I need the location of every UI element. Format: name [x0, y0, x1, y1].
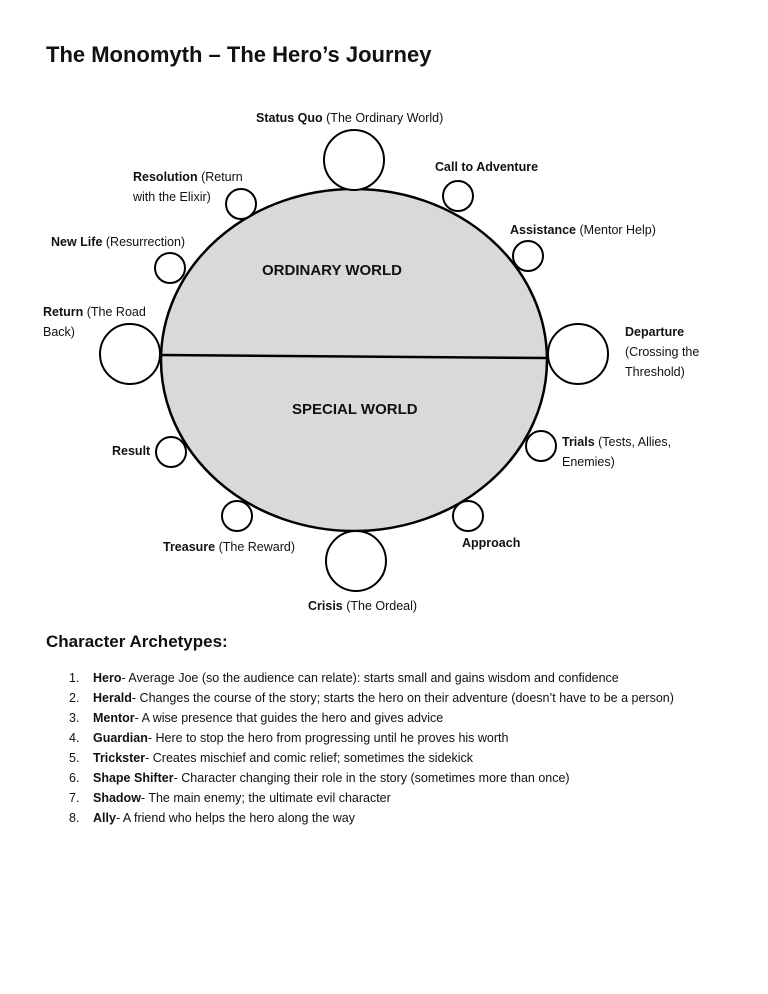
stage-circle-approach [452, 500, 484, 532]
stage-label-resolution: Resolution (Return with the Elixir) [133, 170, 243, 204]
stage-circle-treasure [221, 500, 253, 532]
threshold-line [160, 353, 548, 360]
stage-label-approach: Approach [462, 536, 521, 550]
stage-label-result: Result [112, 444, 151, 458]
ordinary-world-label: ORDINARY WORLD [262, 262, 402, 279]
list-item: 6.Shape Shifter- Character changing thei… [69, 771, 570, 785]
archetype-list: 1.Hero- Average Joe (so the audience can… [52, 668, 732, 828]
archetypes-heading: Character Archetypes: [46, 632, 228, 651]
stage-circle-status-quo [323, 129, 385, 191]
stage-label-status-quo: Status Quo (The Ordinary World) [256, 111, 444, 125]
stage-label-call-to-adventure: Call to Adventure [435, 160, 539, 174]
stage-label-departure: Departure(Crossing the Threshold) [625, 325, 700, 379]
list-item: 8.Ally- A friend who helps the hero alon… [69, 811, 355, 825]
list-item: 4.Guardian- Here to stop the hero from p… [69, 731, 509, 745]
list-item: 5.Trickster- Creates mischief and comic … [69, 751, 474, 765]
world-circle [159, 187, 549, 533]
stage-circle-call-to-adventure [442, 180, 474, 212]
list-item: 7.Shadow- The main enemy; the ultimate e… [69, 791, 391, 805]
stage-circle-result [155, 436, 187, 468]
stage-circle-trials [525, 430, 557, 462]
list-item: 3.Mentor- A wise presence that guides th… [69, 711, 444, 725]
stage-label-crisis: Crisis (The Ordeal) [308, 599, 418, 613]
stage-circle-resolution [225, 188, 257, 220]
stage-label-new-life: New Life (Resurrection) [51, 235, 186, 249]
list-item: 2.Herald- Changes the course of the stor… [69, 691, 674, 705]
stage-circle-assistance [512, 240, 544, 272]
stage-circle-crisis [325, 530, 387, 592]
special-world-label: SPECIAL WORLD [292, 401, 418, 418]
stage-label-assistance: Assistance (Mentor Help) [510, 223, 656, 237]
list-item: 1.Hero- Average Joe (so the audience can… [69, 671, 619, 685]
page-title: The Monomyth – The Hero’s Journey [46, 42, 432, 67]
journey-diagram [99, 129, 609, 592]
stage-circle-departure [547, 323, 609, 385]
stage-label-return: Return (The Road Back) [43, 305, 146, 339]
stage-circle-return [99, 323, 161, 385]
stage-label-trials: Trials (Tests, Allies, Enemies) [562, 435, 672, 469]
stage-label-treasure: Treasure (The Reward) [163, 540, 296, 554]
stage-circle-new-life [154, 252, 186, 284]
